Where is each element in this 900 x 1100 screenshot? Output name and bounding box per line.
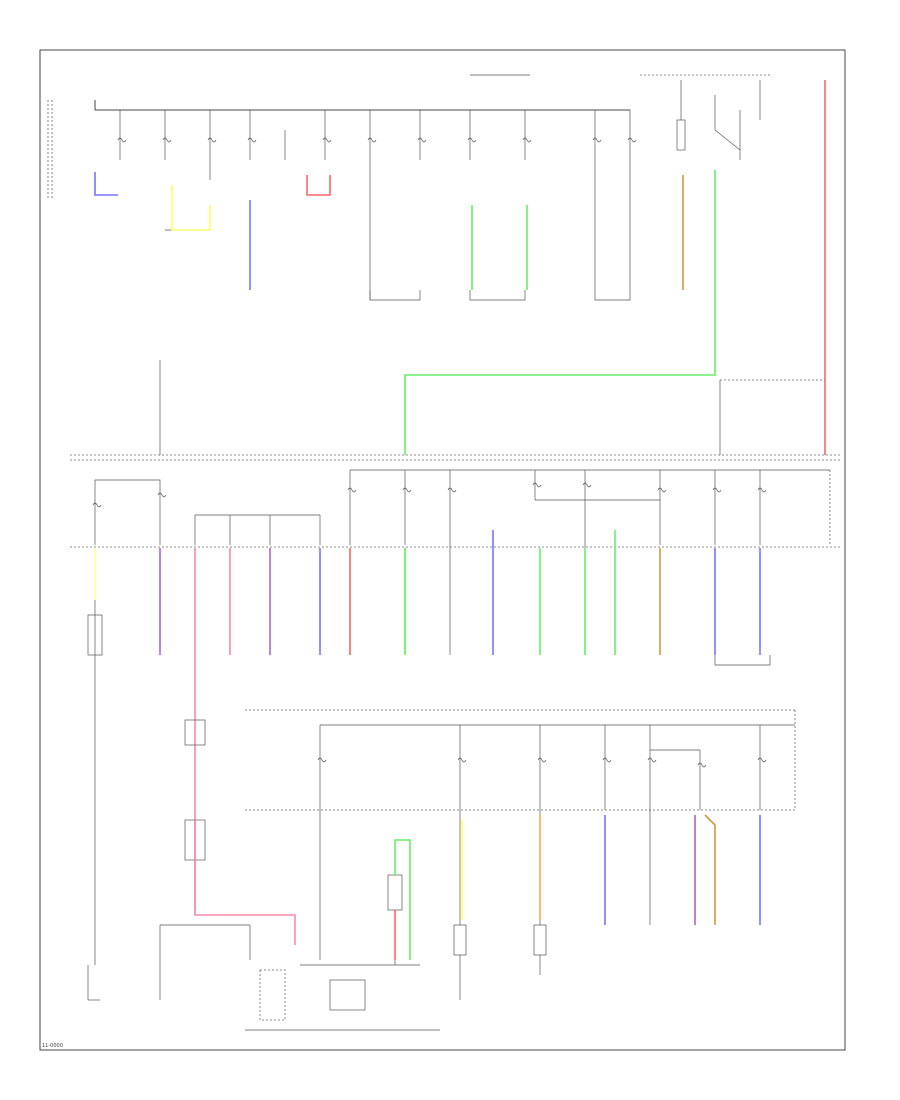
top-fuse-drops: [119, 110, 631, 300]
lower-fuse-block: [87, 600, 796, 1031]
diagram-frame: [39, 49, 846, 1051]
wire-blue-1: [94, 172, 118, 196]
top-colored-wires: [94, 80, 826, 455]
lower-colored-wires: [194, 814, 761, 960]
top-fuse-block: [47, 74, 840, 461]
wire-green-3: [404, 170, 716, 455]
wire-tan-3: [704, 814, 716, 925]
top-load-brackets: [165, 229, 631, 301]
figure-id: 11-0000: [42, 1043, 63, 1049]
middle-colored-wires: [94, 530, 761, 945]
wire-green-8: [394, 839, 411, 960]
top-right-switch-area: [470, 74, 826, 455]
lower-components: [87, 600, 651, 1031]
top-fuse-symbols: [117, 137, 637, 143]
wire-pink-1: [194, 548, 296, 945]
wire-yellow-1: [171, 185, 211, 231]
middle-fuse-block: [70, 469, 840, 666]
wire-red-1: [306, 175, 331, 196]
